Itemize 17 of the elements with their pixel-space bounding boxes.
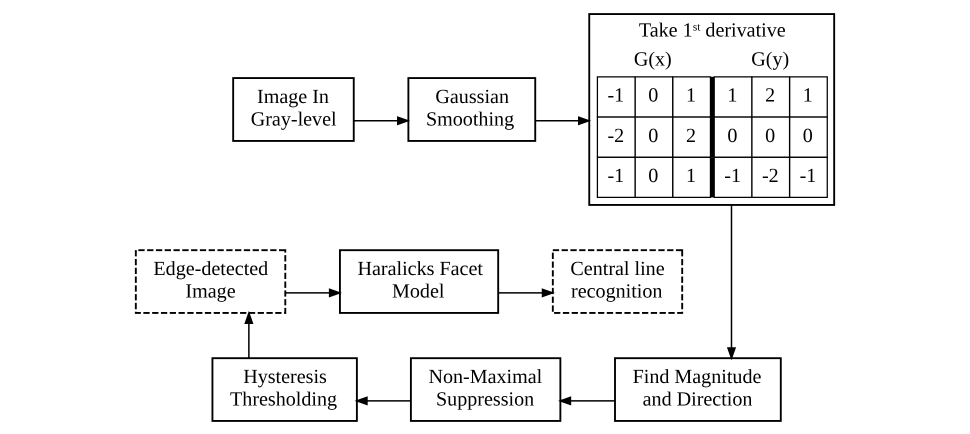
arrow: [558, 396, 615, 405]
arrow: [354, 116, 410, 125]
node-box: Image In Gray-level: [232, 76, 355, 142]
node-box: Hysteresis Thresholding: [212, 356, 358, 422]
node-box: Take 1$^{st}$ derivative G(x) G(y) -1 0 1 1 2 1 -2 0 2 0 0 0 -1 0 1 -1 -2 -1: [588, 12, 836, 206]
node-box: Edge-detected Image: [134, 248, 286, 314]
node-box: Find Magnitude and Direction: [614, 356, 782, 422]
node-box: Haralicks Facet Model: [338, 248, 500, 314]
node-box: Central line recognition: [552, 248, 684, 314]
arrow: [354, 396, 411, 405]
arrow: [726, 204, 736, 360]
arrow: [244, 310, 254, 358]
node-box: Gaussian Smoothing: [407, 76, 536, 142]
arrow: [498, 288, 555, 297]
node-box: Non-Maximal Suppression: [410, 356, 562, 422]
arrow: [286, 288, 342, 297]
arrow: [535, 116, 592, 125]
